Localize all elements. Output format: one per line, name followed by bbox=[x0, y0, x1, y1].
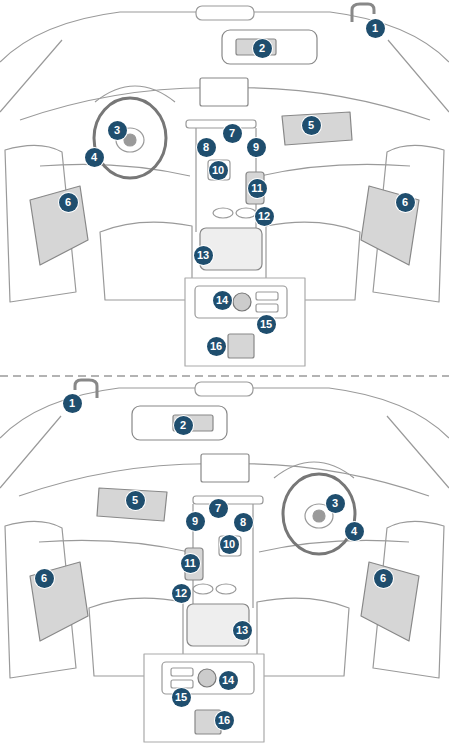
callout-number: 8 bbox=[197, 138, 216, 157]
callout-number: 5 bbox=[302, 116, 321, 135]
callout-number: 16 bbox=[207, 337, 226, 356]
callout-number: 13 bbox=[194, 246, 213, 265]
callout-number: 16 bbox=[215, 711, 234, 730]
callout-number: 12 bbox=[172, 584, 191, 603]
callout-number: 15 bbox=[172, 688, 191, 707]
callout-number: 11 bbox=[248, 179, 267, 198]
callout-number: 6 bbox=[59, 193, 78, 212]
callout-number: 2 bbox=[174, 416, 193, 435]
callout-number: 4 bbox=[85, 148, 104, 167]
callout-number: 7 bbox=[223, 124, 242, 143]
callout-number: 3 bbox=[108, 121, 127, 140]
callout-number: 11 bbox=[181, 554, 200, 573]
callout-number: 1 bbox=[366, 19, 385, 38]
callout-number: 3 bbox=[326, 494, 345, 513]
callout-number: 14 bbox=[219, 671, 238, 690]
callout-number: 2 bbox=[253, 39, 272, 58]
callout-number: 5 bbox=[126, 491, 145, 510]
callout-number: 9 bbox=[247, 138, 266, 157]
callout-number: 6 bbox=[396, 193, 415, 212]
callout-number: 12 bbox=[255, 207, 274, 226]
callout-number: 15 bbox=[257, 315, 276, 334]
callout-number: 9 bbox=[186, 512, 205, 531]
callout-number: 8 bbox=[234, 513, 253, 532]
callout-number: 14 bbox=[213, 291, 232, 310]
callout-number: 6 bbox=[374, 569, 393, 588]
callout-number: 10 bbox=[209, 161, 228, 180]
callout-number: 10 bbox=[220, 535, 239, 554]
callout-number: 4 bbox=[345, 522, 364, 541]
callout-number: 7 bbox=[209, 499, 228, 518]
callout-number: 13 bbox=[233, 621, 252, 640]
callout-number: 1 bbox=[63, 394, 82, 413]
callout-number: 6 bbox=[35, 569, 54, 588]
